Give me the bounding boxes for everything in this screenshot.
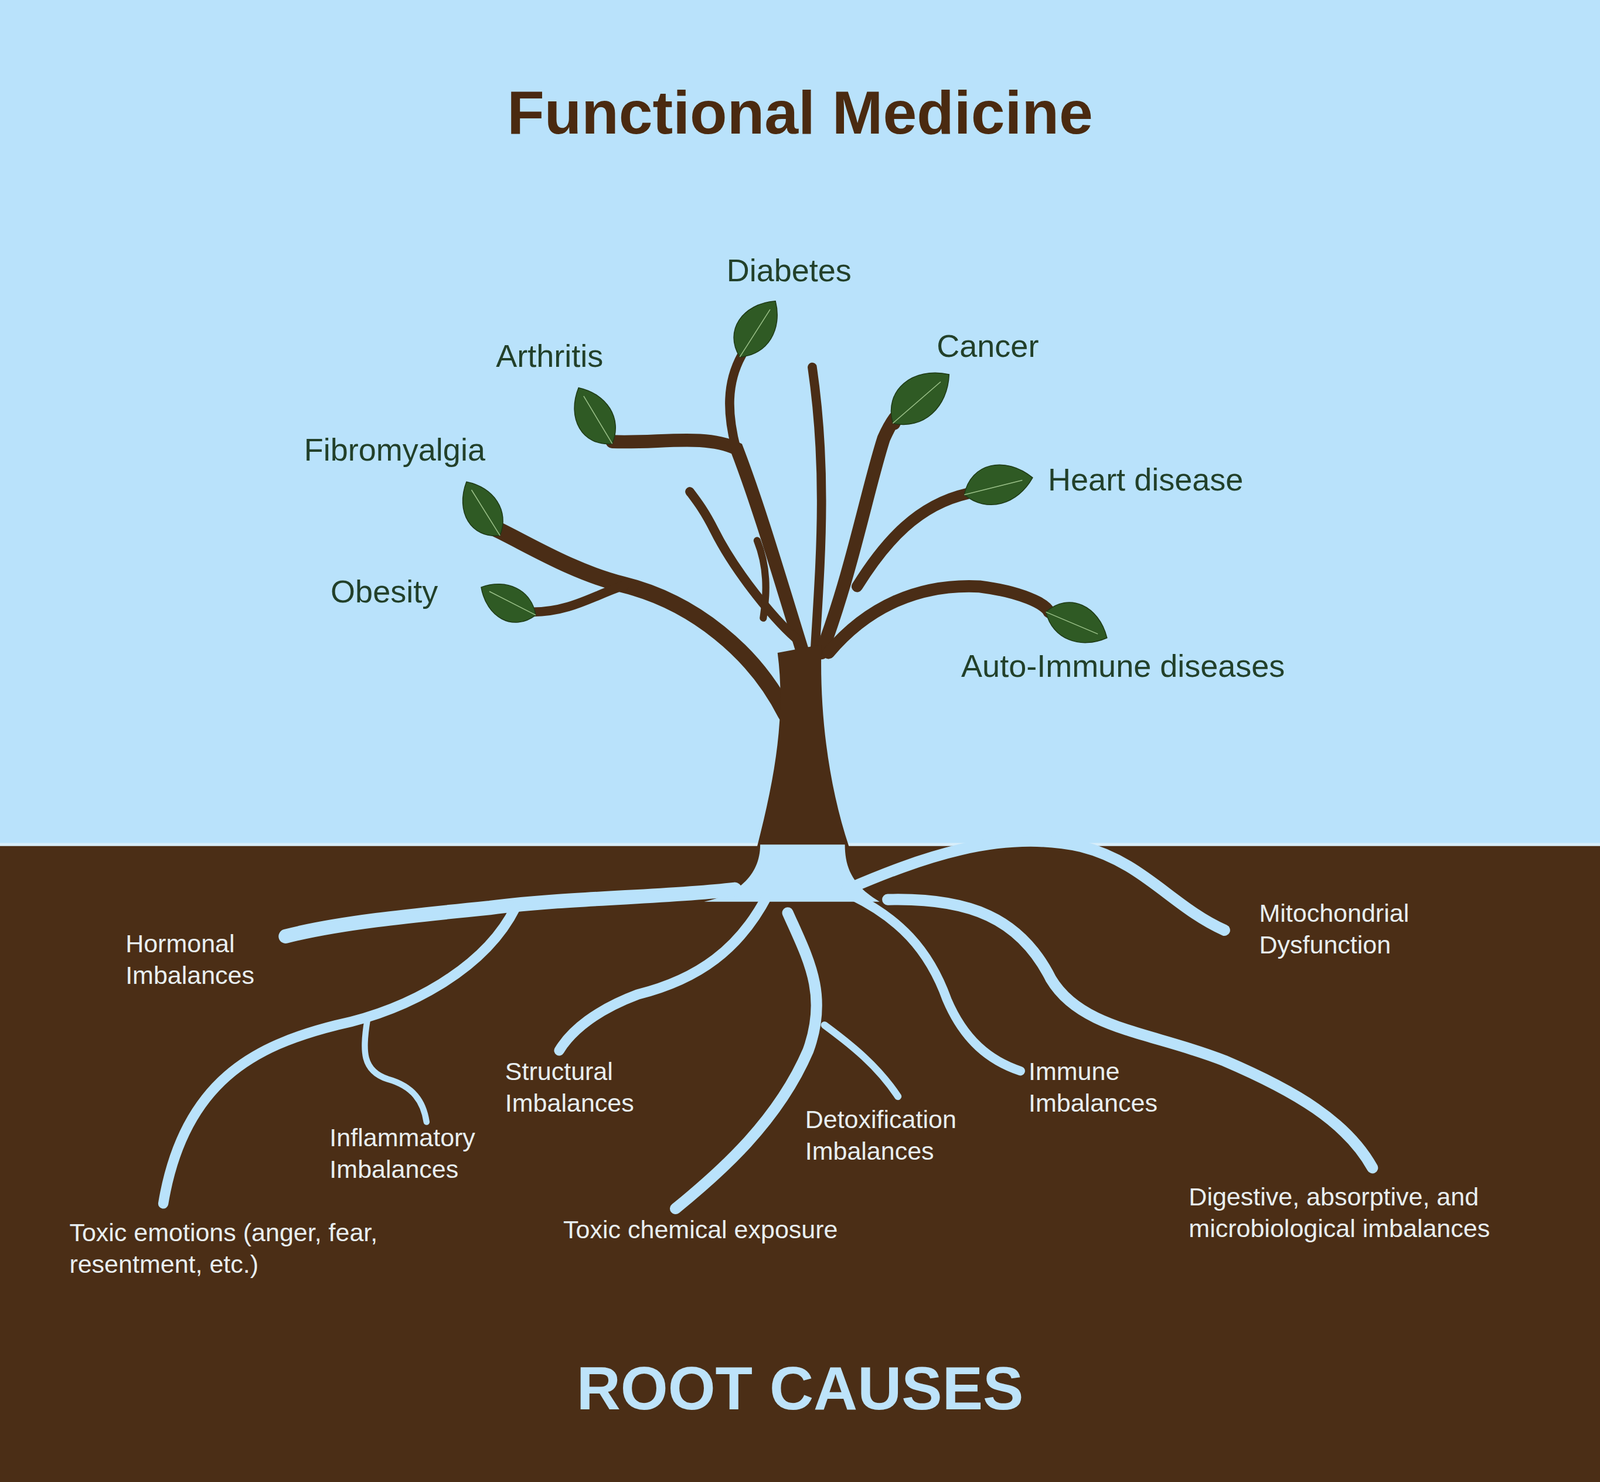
branch — [828, 586, 1050, 653]
root — [824, 1025, 898, 1097]
diagram-title: Functional Medicine — [0, 74, 1600, 151]
leaves — [450, 290, 1116, 653]
root-cause-label: Detoxification Imbalances — [805, 1104, 999, 1168]
trunk — [757, 644, 850, 847]
disease-label: Diabetes — [726, 250, 852, 291]
root-cause-label: Immune Imbalances — [1028, 1056, 1205, 1120]
leaf — [958, 456, 1037, 512]
leaf — [450, 473, 514, 546]
leaf — [1039, 593, 1116, 653]
branch — [757, 540, 767, 618]
branch — [532, 585, 625, 612]
leaf — [722, 290, 790, 366]
roots — [163, 841, 1373, 1209]
branch — [612, 440, 807, 663]
branch — [729, 355, 742, 452]
root-cause-label: Mitochondrial Dysfunction — [1258, 897, 1453, 962]
root-cause-label: Inflammatory Imbalances — [329, 1122, 517, 1186]
section-heading: ROOT CAUSES — [0, 1350, 1600, 1427]
disease-label: Arthritis — [495, 336, 604, 377]
branch — [689, 491, 802, 643]
disease-label: Auto-Immune diseases — [961, 646, 1285, 687]
branch — [812, 367, 822, 664]
root — [675, 913, 817, 1210]
root-cause-label: Digestive, absorptive, and microbiologic… — [1188, 1181, 1535, 1245]
root-cause-label: Toxic chemical exposure — [563, 1214, 838, 1247]
root — [559, 895, 768, 1051]
root-cause-label: Toxic emotions (anger, fear, resentment,… — [69, 1217, 427, 1281]
disease-label: Obesity — [330, 572, 438, 612]
ground — [0, 844, 1600, 1482]
root — [846, 841, 1225, 931]
disease-label: Heart disease — [1047, 460, 1244, 500]
leaf — [472, 573, 543, 632]
leaf — [877, 356, 962, 438]
leaf — [561, 379, 626, 454]
branch — [857, 493, 968, 587]
root-cause-label: Hormonal Imbalances — [125, 928, 302, 992]
root — [364, 1020, 427, 1123]
disease-label: Fibromyalgia — [304, 430, 486, 471]
branch — [494, 528, 786, 715]
root-cause-label: Structural Imbalances — [505, 1056, 682, 1120]
disease-label: Cancer — [936, 326, 1039, 367]
